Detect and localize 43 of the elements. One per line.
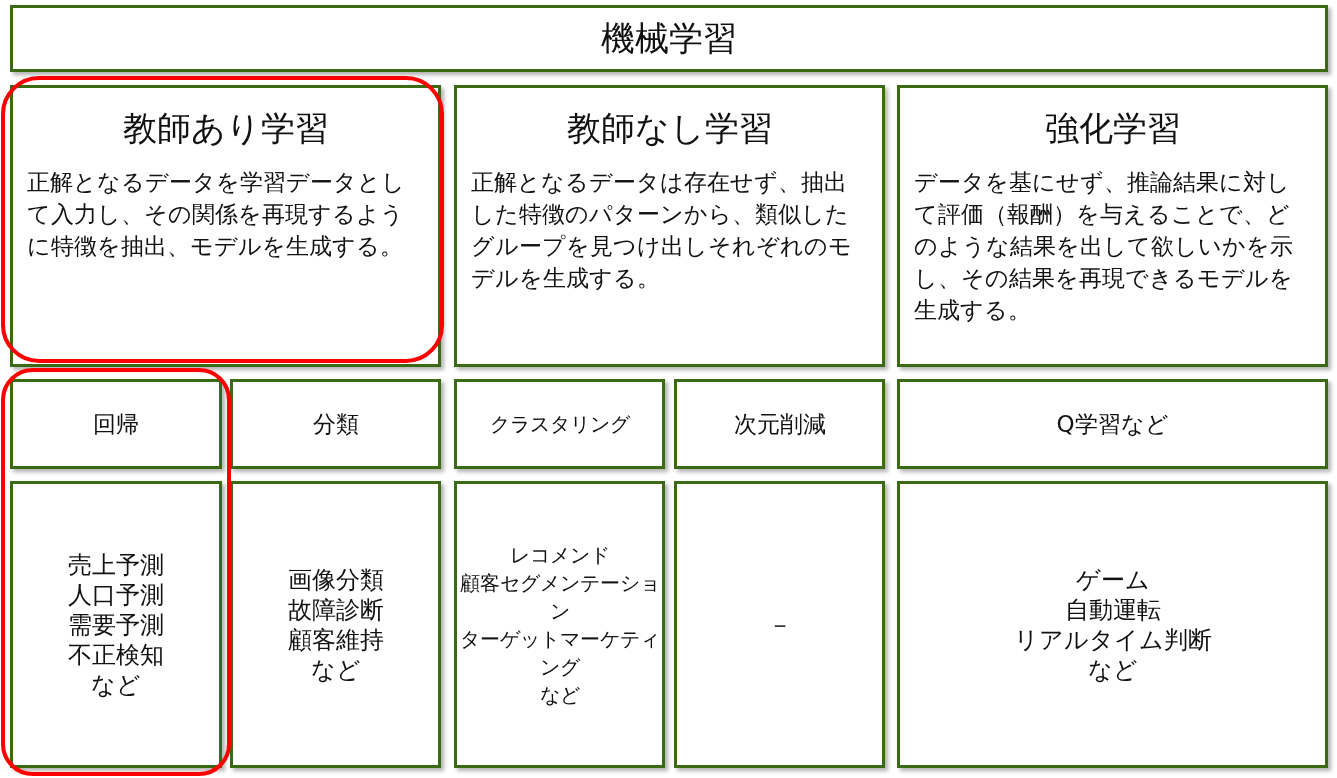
example-item: ゲーム <box>1075 564 1150 595</box>
method-box <box>230 379 441 469</box>
example-item: 顧客セグメンテーション <box>458 569 661 625</box>
method-label: 回帰 <box>93 409 139 439</box>
method-box <box>897 379 1328 469</box>
title-box <box>10 5 1328 72</box>
method-box <box>674 379 885 469</box>
method-label: Q学習など <box>1056 409 1169 439</box>
example-item: リアルタイム判断 <box>1013 624 1212 655</box>
method-box <box>454 379 665 469</box>
example-item: 画像分類 <box>287 564 384 595</box>
category-card <box>897 85 1328 367</box>
method-label: 次元削減 <box>733 409 826 439</box>
method-label: 分類 <box>312 409 359 439</box>
description-text: データを基にせず、推論結果に対して評価（報酬）を与えることで、どのような結果を出して欲しいかを示し、その結果を再現できるモデルを生成する。 <box>914 168 1294 325</box>
examples-box <box>454 481 665 768</box>
example-item: 顧客維持 <box>287 624 384 655</box>
example-item: 売上予測 <box>68 549 164 580</box>
method-box <box>10 379 222 469</box>
card-heading: 教師あり学習 <box>121 107 330 150</box>
examples-box <box>230 481 441 768</box>
example-item: など <box>91 669 141 700</box>
example-item: など <box>310 654 361 685</box>
description-text: 正解となるデータを学習データとして入力し、その関係を再現するように特徴を抽出、モデルを生成する。 <box>27 168 406 261</box>
examples-box <box>897 481 1328 768</box>
example-item: 人口予測 <box>68 579 164 610</box>
example-item: など <box>1087 654 1138 685</box>
example-item: 需要予測 <box>68 609 164 640</box>
example-item: 不正検知 <box>68 639 164 670</box>
example-item: など <box>539 681 580 709</box>
card-heading: 強化学習 <box>1043 107 1182 150</box>
description-text: 正解となるデータは存在せず、抽出した特徴のパターンから、類似したグループを見つけ出しそれぞれのモデルを生成する。 <box>471 168 853 293</box>
card-heading: 教師なし学習 <box>565 107 774 150</box>
examples-box <box>674 481 885 768</box>
method-label: クラスタリング <box>489 411 630 438</box>
category-card <box>454 85 885 367</box>
example-item: ターゲットマーケティング <box>458 625 661 681</box>
example-item: 故障診断 <box>287 594 384 625</box>
example-item: － <box>767 609 792 640</box>
title-text: 機械学習 <box>601 16 737 60</box>
example-item: レコメンド <box>509 541 610 569</box>
examples-box <box>10 481 222 768</box>
example-item: 自動運転 <box>1064 594 1161 625</box>
